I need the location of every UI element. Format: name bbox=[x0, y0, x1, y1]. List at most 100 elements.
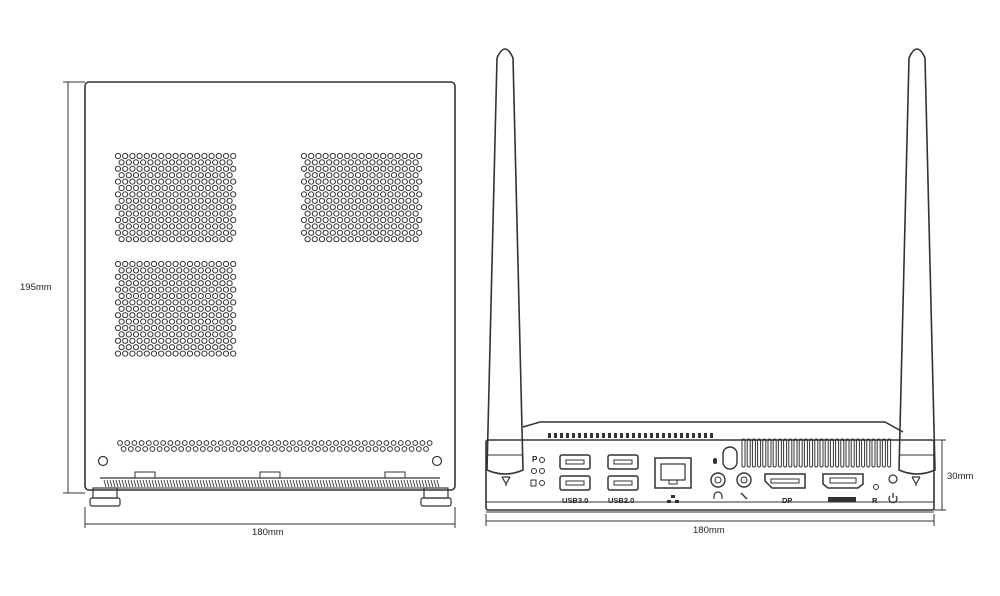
heatsink-fin bbox=[751, 438, 756, 468]
vent-hole bbox=[150, 286, 158, 293]
vent-hole bbox=[125, 292, 132, 300]
vent-hole bbox=[122, 286, 129, 293]
vent-hole bbox=[140, 210, 147, 217]
vent-hole bbox=[154, 331, 161, 338]
usb2-ports[interactable] bbox=[607, 454, 639, 491]
ridge-line bbox=[265, 479, 269, 488]
vent-hole bbox=[118, 223, 125, 230]
vent-hole bbox=[347, 210, 354, 217]
vent-hole bbox=[168, 267, 176, 274]
vent-hole bbox=[212, 184, 219, 192]
heatsink-fin bbox=[777, 438, 782, 468]
vent-hole bbox=[168, 172, 176, 179]
rear-width-label: 180mm bbox=[693, 525, 725, 536]
vent-hole bbox=[132, 223, 140, 230]
ridge-line bbox=[406, 479, 410, 488]
vent-hole bbox=[194, 260, 201, 268]
vent-hole bbox=[401, 446, 408, 452]
vent-hole bbox=[304, 197, 311, 204]
ridge-line bbox=[367, 479, 371, 488]
ridge-line bbox=[133, 479, 137, 488]
vent-hole bbox=[215, 286, 222, 293]
reset-button[interactable] bbox=[873, 484, 879, 490]
vent-hole bbox=[161, 197, 168, 204]
vent-hole bbox=[208, 324, 215, 332]
vent-hole bbox=[226, 159, 233, 166]
vent-hole bbox=[423, 446, 429, 452]
vent-hole bbox=[426, 440, 433, 446]
vent-hole bbox=[197, 184, 204, 192]
ridge-line bbox=[211, 479, 215, 488]
vent-hole bbox=[176, 267, 183, 274]
power-icon[interactable] bbox=[888, 493, 898, 504]
ridge-line bbox=[121, 479, 125, 488]
vent-hole bbox=[351, 152, 358, 160]
vent-hole bbox=[351, 165, 358, 172]
vent-hole bbox=[201, 312, 208, 319]
vent-hole bbox=[158, 286, 165, 293]
vent-hole bbox=[326, 236, 333, 243]
vent-hole bbox=[365, 229, 372, 236]
vent-hole bbox=[150, 312, 158, 319]
kensington-lock-icon[interactable] bbox=[722, 446, 738, 470]
ridge-line bbox=[337, 479, 341, 488]
vent-hole bbox=[219, 331, 226, 338]
ridge-line bbox=[124, 479, 128, 488]
heatsink-fin bbox=[772, 438, 777, 468]
vent-hole bbox=[318, 223, 326, 230]
vent-hole bbox=[333, 236, 340, 243]
vent-hole bbox=[308, 216, 315, 224]
vent-hole bbox=[186, 260, 194, 268]
ridge-line bbox=[259, 479, 263, 488]
vent-hole bbox=[129, 152, 136, 160]
heatsink-fin bbox=[783, 438, 788, 468]
vent-hole bbox=[372, 191, 380, 198]
vent-hole bbox=[398, 197, 405, 204]
vent-hole bbox=[322, 165, 329, 172]
ridge-line bbox=[205, 479, 209, 488]
vent-hole bbox=[194, 191, 201, 198]
ridge-line bbox=[322, 479, 326, 488]
vent-hole bbox=[372, 152, 380, 160]
vent-hole bbox=[362, 172, 369, 179]
vent-hole bbox=[390, 440, 397, 446]
line-jack[interactable] bbox=[736, 472, 752, 488]
vent-grille-top-left bbox=[114, 152, 237, 243]
vent-hole bbox=[408, 216, 416, 224]
vent-hole bbox=[161, 236, 168, 243]
hdmi-port[interactable] bbox=[822, 473, 864, 489]
vent-hole bbox=[118, 236, 125, 243]
vent-hole bbox=[222, 229, 230, 236]
vent-hole bbox=[408, 152, 416, 160]
lan-port[interactable] bbox=[654, 457, 692, 489]
ridge-line bbox=[232, 479, 236, 488]
vent-hole bbox=[222, 324, 230, 332]
vent-hole bbox=[122, 273, 129, 280]
vent-hole bbox=[197, 305, 204, 312]
vent-hole bbox=[197, 318, 204, 325]
vent-hole bbox=[215, 191, 222, 198]
heatsink-fin bbox=[741, 438, 746, 468]
wifi-icon bbox=[501, 476, 511, 486]
vent-hole bbox=[186, 324, 194, 332]
vent-hole bbox=[118, 305, 125, 312]
vent-hole bbox=[308, 165, 315, 172]
displayport[interactable] bbox=[764, 473, 806, 489]
vent-hole bbox=[219, 184, 226, 192]
vent-hole bbox=[194, 299, 201, 306]
ridge-line bbox=[307, 479, 311, 488]
vent-hole bbox=[408, 191, 416, 198]
vent-hole bbox=[201, 273, 208, 280]
mic-jack[interactable] bbox=[710, 472, 726, 488]
ridge-line bbox=[421, 479, 425, 488]
vent-hole bbox=[176, 292, 183, 300]
vent-hole bbox=[174, 440, 181, 446]
vent-hole bbox=[201, 229, 208, 236]
usb3-ports[interactable] bbox=[559, 454, 591, 491]
vent-hole bbox=[186, 350, 194, 357]
vent-hole bbox=[387, 446, 393, 452]
vent-hole bbox=[143, 229, 150, 236]
vent-hole bbox=[394, 191, 401, 198]
vent-slot bbox=[638, 433, 641, 438]
vent-hole bbox=[118, 344, 125, 351]
